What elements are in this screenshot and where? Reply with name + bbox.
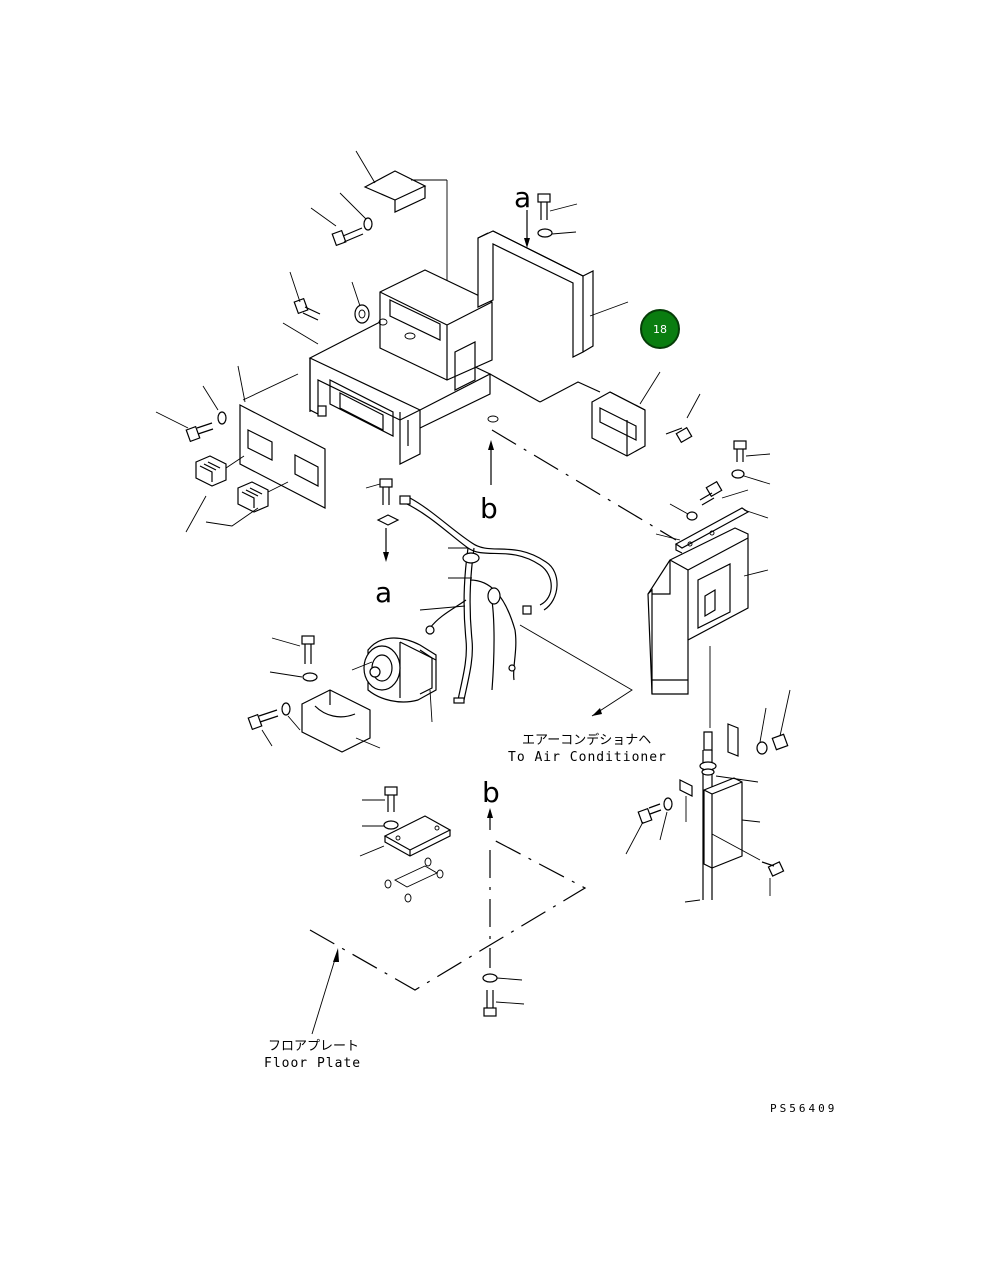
floor-label-jp: フロアプレート xyxy=(268,1039,359,1054)
floor-plate xyxy=(309,837,587,1017)
duct-small-parts xyxy=(669,440,771,521)
duct-cover xyxy=(477,230,629,358)
rod-bolt-left xyxy=(625,797,673,855)
duct-bracket xyxy=(655,507,769,554)
switch-leader xyxy=(185,495,259,533)
switch-1 xyxy=(195,455,245,487)
blower-motor xyxy=(351,637,437,723)
switch-2 xyxy=(237,481,289,513)
duct-connector xyxy=(489,371,661,457)
to-ac-label-en: To Air Conditioner xyxy=(508,750,667,765)
top-bolt xyxy=(310,192,373,247)
to-ac-label-jp: エアーコンデショナヘ xyxy=(522,732,651,748)
switch-panel xyxy=(237,365,326,509)
wiring-harness xyxy=(399,495,558,704)
to-ac-leader xyxy=(519,624,633,717)
view-a-arrow-top: a xyxy=(514,181,531,248)
control-rod xyxy=(684,731,761,903)
rod-bolt-right xyxy=(761,861,785,896)
housing-nut xyxy=(351,281,370,324)
rod-clip-parts xyxy=(679,689,791,822)
view-a-arrow-bottom: a xyxy=(375,528,392,609)
duct-axis-line xyxy=(491,429,677,541)
drawing-code: PS56409 xyxy=(770,1102,837,1115)
floor-label-en: Floor Plate xyxy=(264,1056,361,1071)
panel-bolt xyxy=(155,385,227,443)
connector-bolt xyxy=(665,393,701,444)
housing-bolt-left xyxy=(289,271,321,321)
view-ref-a-top: a xyxy=(514,181,531,214)
cover-bolt xyxy=(537,193,578,238)
part-callout-number: 18 xyxy=(653,322,667,336)
motor-bracket xyxy=(301,689,381,753)
motor-bolt-top xyxy=(269,635,318,682)
view-b-arrow-top: b xyxy=(480,440,498,525)
view-ref-a-bottom: a xyxy=(375,576,392,609)
floor-bracket xyxy=(359,786,452,903)
view-ref-b-bottom: b xyxy=(482,776,500,809)
motor-bolt-side xyxy=(247,702,301,747)
harness-bolt xyxy=(365,478,400,526)
main-housing xyxy=(282,269,499,465)
air-duct xyxy=(647,527,769,695)
view-ref-b-top: b xyxy=(480,492,498,525)
floor-leader xyxy=(311,948,339,1035)
view-b-arrow-bottom: b xyxy=(482,776,500,830)
part-callout-badge[interactable]: 18 xyxy=(640,309,680,349)
